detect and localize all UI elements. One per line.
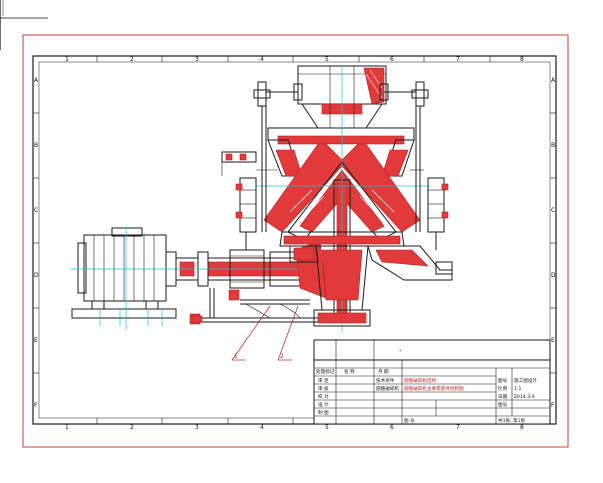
hydraulic-rods-right — [379, 81, 449, 250]
callouts: 1 2 — [231, 305, 299, 361]
zone-row-right-D: D — [551, 272, 556, 279]
right-label-3: 日期 — [498, 394, 508, 400]
zone-col-bottom-5: 5 — [325, 424, 329, 431]
zone-row-right-E: E — [551, 337, 555, 344]
role-review: 审 核 — [318, 385, 329, 392]
zone-col-top-6: 6 — [390, 56, 394, 63]
right-label-4: 图号 — [498, 402, 508, 408]
inner-border — [32, 55, 557, 425]
zone-row-right-F: F — [551, 402, 555, 409]
right-value-3: 2014-3-4 — [514, 394, 535, 400]
zone-row-left-B: B — [34, 142, 38, 149]
callout-label-1: 1 — [234, 353, 238, 360]
zone-col-bottom-7: 7 — [456, 424, 460, 431]
zone-col-top-3: 3 — [195, 56, 199, 63]
title-red-line-2: 圆锥破碎机主要零部件结构图 — [404, 385, 464, 392]
zone-col-bottom-6: 6 — [390, 424, 394, 431]
role-review-content: 圆锥破碎机 — [376, 385, 399, 392]
zone-col-bottom-4: 4 — [260, 424, 264, 431]
zone-col-bottom-3: 3 — [195, 424, 199, 431]
title-block: * 处理标记 名 称 月 期 审 定 技术条件 审 核 圆锥破碎机 校 对 设 … — [313, 339, 551, 425]
drawing-number-label: 图 号 — [404, 418, 415, 424]
role-design: 设 计 — [318, 401, 329, 408]
hydraulic-rods-left — [221, 81, 303, 250]
lubrication-piping — [189, 288, 320, 325]
zone-row-left-A: A — [34, 77, 39, 84]
zone-col-top-4: 4 — [260, 56, 264, 63]
role-draw: 制 图 — [318, 409, 329, 416]
zone-row-left-C: C — [34, 207, 38, 214]
zone-col-top-1: 1 — [65, 56, 69, 63]
zone-row-left-F: F — [34, 402, 38, 409]
zone-col-bottom-1: 1 — [65, 424, 69, 431]
zone-col-bottom-2: 2 — [130, 424, 134, 431]
header-cell-mark: 处理标记 — [316, 368, 335, 375]
zone-row-right-A: A — [551, 77, 556, 84]
outer-frame — [22, 34, 569, 448]
red-marker-low — [191, 315, 203, 323]
role-check: 校 对 — [318, 393, 329, 400]
right-label-1: 图号 — [498, 378, 508, 384]
right-label-2: 比例 — [498, 385, 508, 392]
title-block-top-mark: * — [399, 349, 402, 355]
electric-motor — [70, 226, 186, 330]
right-value-2: 1:1 — [514, 386, 521, 392]
title-red-line-1: 圆锥破碎机结构 — [404, 377, 437, 384]
zone-row-left-D: D — [34, 272, 39, 279]
header-cell-name: 名 称 — [344, 368, 355, 375]
right-value-1: 施工图设计 — [514, 377, 537, 384]
zone-row-left-E: E — [34, 337, 38, 344]
zone-strip-frame — [38, 61, 551, 419]
crusher-body — [256, 65, 453, 332]
zone-columns: 1 2 3 4 5 6 7 8 1 2 3 4 5 6 7 8 — [65, 56, 524, 431]
zone-col-top-7: 7 — [456, 56, 460, 63]
role-approve: 审 定 — [318, 377, 329, 384]
zone-col-bottom-8: 8 — [520, 424, 524, 431]
sheet-info: 共1张, 第1张 — [498, 417, 526, 424]
zone-row-right-C: C — [551, 207, 555, 214]
zone-col-top-8: 8 — [520, 56, 524, 63]
header-cell-date: 月 期 — [378, 369, 389, 375]
zone-col-top-5: 5 — [325, 56, 329, 63]
callout-label-2: 2 — [280, 353, 284, 360]
corner-marker — [0, 0, 48, 50]
role-approve-content: 技术条件 — [376, 377, 395, 384]
zone-rows: A B C D E F A B C D E F — [33, 77, 556, 409]
zone-col-top-2: 2 — [130, 56, 134, 63]
zone-row-right-B: B — [551, 142, 555, 149]
